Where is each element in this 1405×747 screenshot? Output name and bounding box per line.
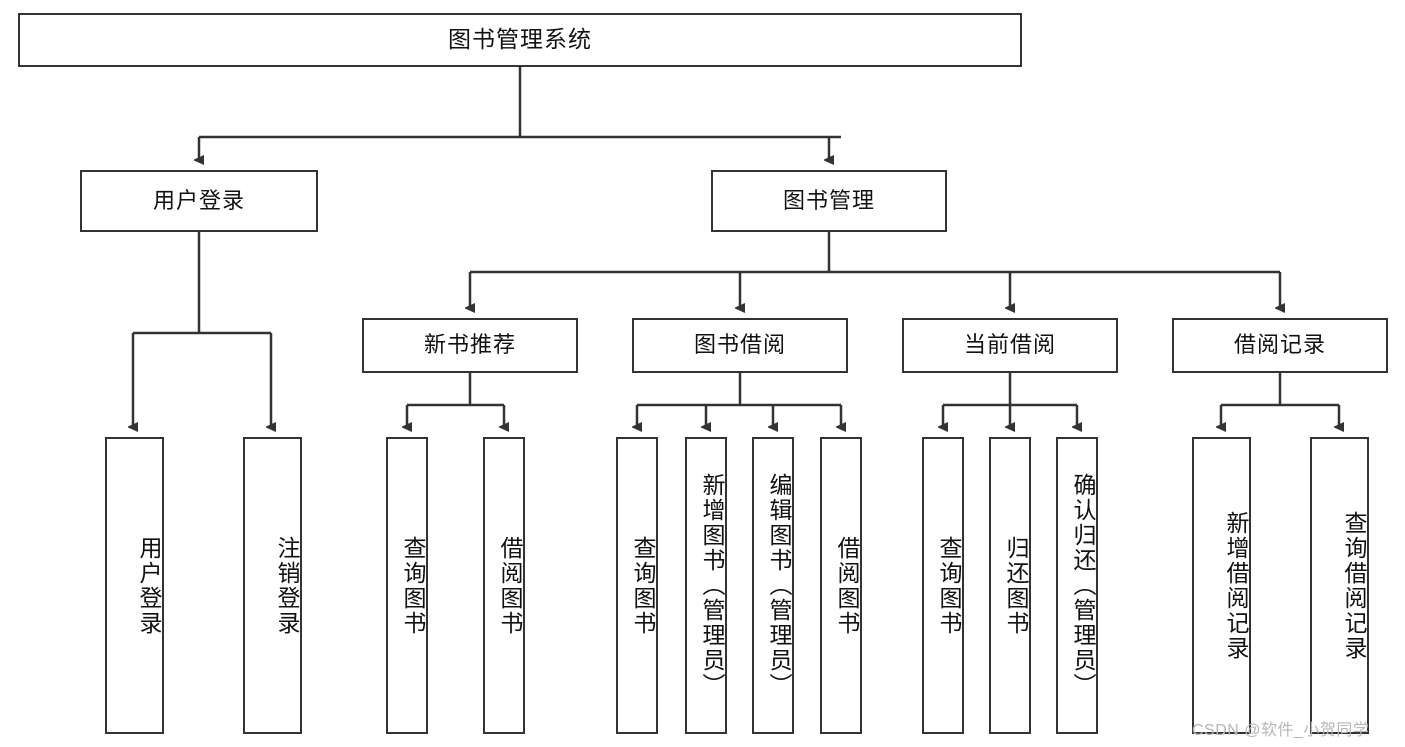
node-leaf-borrow-book-2[interactable]: 借阅图书 (820, 437, 862, 734)
leaf-label: 归还图书 (1003, 535, 1029, 636)
leaf-label: 查询图书 (630, 535, 656, 636)
node-leaf-edit-book[interactable]: 编辑图书（管理员） (752, 437, 794, 734)
node-leaf-confirm-return[interactable]: 确认归还（管理员） (1056, 437, 1098, 734)
node-leaf-logout-login[interactable]: 注销登录 (243, 437, 302, 734)
node-book-borrow[interactable]: 图书借阅 (632, 318, 848, 373)
node-leaf-borrow-book-1[interactable]: 借阅图书 (483, 437, 525, 734)
node-leaf-add-borrow-record[interactable]: 新增借阅记录 (1192, 437, 1251, 734)
node-leaf-query-book-2[interactable]: 查询图书 (616, 437, 658, 734)
leaf-label: 查询借阅记录 (1341, 510, 1367, 661)
node-leaf-add-book[interactable]: 新增图书（管理员） (685, 437, 727, 734)
leaf-label: 新增借阅记录 (1223, 510, 1249, 661)
node-leaf-return-book[interactable]: 归还图书 (989, 437, 1031, 734)
watermark-text: CSDN @软件_小贺同学 (1192, 722, 1370, 739)
leaf-label: 确认归还（管理员） (1070, 473, 1096, 698)
node-leaf-query-book-1[interactable]: 查询图书 (386, 437, 428, 734)
leaf-label: 注销登录 (274, 535, 300, 636)
node-leaf-query-book-3[interactable]: 查询图书 (922, 437, 964, 734)
leaf-label: 借阅图书 (497, 535, 523, 636)
leaf-label: 查询图书 (936, 535, 962, 636)
node-user-login[interactable]: 用户登录 (80, 170, 318, 232)
leaf-label: 编辑图书（管理员） (766, 473, 792, 698)
leaf-label: 查询图书 (400, 535, 426, 636)
node-leaf-query-borrow-record[interactable]: 查询借阅记录 (1310, 437, 1369, 734)
leaf-label: 新增图书（管理员） (699, 473, 725, 698)
node-leaf-user-login[interactable]: 用户登录 (105, 437, 164, 734)
leaf-label: 用户登录 (136, 535, 162, 636)
node-new-book-recommend[interactable]: 新书推荐 (362, 318, 578, 373)
node-root-system[interactable]: 图书管理系统 (18, 13, 1022, 67)
node-current-borrow[interactable]: 当前借阅 (902, 318, 1118, 373)
leaf-label: 借阅图书 (834, 535, 860, 636)
node-borrow-record[interactable]: 借阅记录 (1172, 318, 1388, 373)
node-book-manage[interactable]: 图书管理 (711, 170, 947, 232)
